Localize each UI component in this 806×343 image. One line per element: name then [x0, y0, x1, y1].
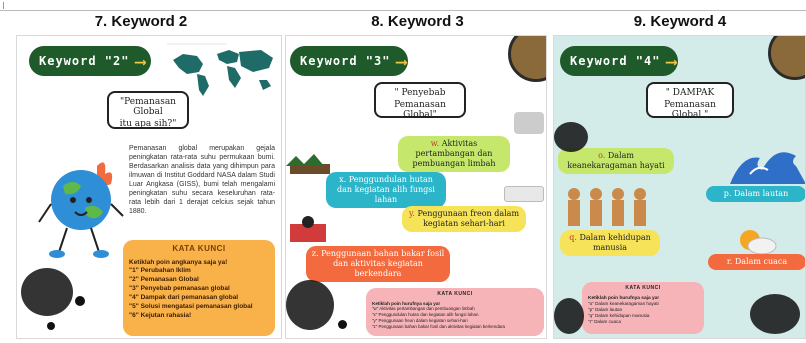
cause-letter: x. — [339, 175, 347, 184]
ink-splatter-icon — [338, 320, 347, 329]
people-group-icon — [568, 188, 646, 226]
impact-r-label: r. Dalam cuaca — [708, 254, 805, 270]
ink-splatter-icon — [554, 298, 584, 334]
impact-letter: p. — [723, 189, 732, 198]
kata-kunci-item: "o" Dalam keanekaragaman hayati — [588, 301, 659, 306]
kata-kunci-instruction: Ketiklah poin hurufnya saja ya! — [372, 301, 440, 306]
cause-text: Penggunaan bahan bakar fosil dan aktivit… — [321, 249, 445, 278]
impact-q-label: q. Dalam kehidupan manusia — [560, 230, 660, 256]
air-conditioner-icon — [504, 186, 544, 202]
cause-z-label: z. Penggunaan bahan bakar fosil dan akti… — [306, 246, 450, 282]
impact-letter: o. — [598, 151, 606, 160]
sun-cloud-icon — [740, 230, 777, 255]
keyword-2-pill[interactable]: Keyword "2" ⟶ — [29, 46, 151, 76]
kata-kunci-item: "r" Dalam cuaca — [588, 319, 621, 324]
cause-text: Penggundulan hutan dan kegiatan alih fun… — [337, 175, 435, 204]
kata-kunci-box: KATA KUNCI Ketiklah poin hurufnya saja y… — [582, 282, 704, 334]
globe-icon — [508, 36, 546, 82]
kata-kunci-title: KATA KUNCI — [625, 285, 661, 291]
cause-text: Aktivitas pertambangan dan pembuangan li… — [412, 139, 496, 168]
definition-paragraph: Pemanasan global merupakan gejala pening… — [129, 145, 275, 215]
impact-letter: r. — [726, 257, 733, 266]
keyword-3-pill[interactable]: Keyword "3" ⟶ — [290, 46, 408, 76]
heading-line-2: Pemanasan Global " — [664, 100, 716, 120]
cause-letter: y. — [408, 209, 415, 218]
heading-line-2: Pemanasan Global" — [394, 100, 446, 120]
question-bubble: "Pemanasan Global itu apa sih?" — [107, 91, 189, 129]
cause-text: Penggunaan freon dalam kegiatan sehari-h… — [417, 209, 520, 228]
kata-kunci-item: "x" Penggundulan hutan dan kegiatan alih… — [372, 312, 479, 317]
kata-kunci-item: "q" Dalam kehidupan manusia — [588, 313, 650, 318]
top-divider — [0, 10, 806, 11]
arrow-right-icon: ⟶ — [666, 51, 678, 71]
slide-keyword-4[interactable]: Keyword "4" ⟶ " DAMPAK Pemanasan Global … — [553, 35, 806, 339]
cause-letter: z. — [311, 249, 319, 258]
ink-splatter-icon — [286, 280, 334, 330]
ink-splatter-icon — [47, 322, 55, 330]
cause-letter: w. — [430, 139, 440, 148]
arrow-right-icon: ⟶ — [135, 51, 147, 71]
heading-line-1: " Penyebab — [394, 88, 446, 98]
kata-kunci-item: "4" Dampak dari pemanasan global — [129, 294, 239, 301]
keyword-4-label: Keyword "4" — [570, 54, 661, 68]
kata-kunci-item: "3" Penyebab pemanasan global — [129, 285, 230, 292]
question-line-1: "Pemanasan Global — [120, 97, 176, 117]
kata-kunci-item: "5" Solusi mengatasi pemanasan global — [129, 303, 253, 310]
kata-kunci-title: KATA KUNCI — [437, 291, 473, 297]
cause-w-label: w. Aktivitas pertambangan dan pembuangan… — [398, 136, 510, 172]
slide-keyword-2[interactable]: Keyword "2" ⟶ "Pemanasan Global itu apa … — [16, 35, 282, 339]
slide-keyword-3[interactable]: Keyword "3" ⟶ " Penyebab Pemanasan Globa… — [285, 35, 547, 339]
world-map-icon — [167, 43, 273, 96]
impact-text: Dalam keanekaragaman hayati — [567, 151, 665, 170]
impact-letter: q. — [569, 233, 577, 242]
impact-text: Dalam lautan — [733, 189, 789, 198]
keyword-4-pill[interactable]: Keyword "4" ⟶ — [560, 46, 678, 76]
kata-kunci-item: "6" Kejutan rahasia! — [129, 312, 192, 319]
heading-bubble: " DAMPAK Pemanasan Global " — [646, 82, 734, 120]
column-title-keyword-2: 7. Keyword 2 — [94, 13, 188, 30]
mining-truck-icon — [514, 112, 544, 134]
tree-stump-icon — [286, 154, 330, 174]
ink-splatter-icon — [750, 294, 800, 334]
arrow-right-icon: ⟶ — [396, 51, 408, 71]
cause-x-label: x. Penggundulan hutan dan kegiatan alih … — [326, 172, 446, 208]
column-title-keyword-3: 8. Keyword 3 — [371, 13, 464, 30]
globe-icon — [768, 36, 805, 80]
impact-p-label: p. Dalam lautan — [706, 186, 805, 202]
question-line-2: itu apa sih?" — [119, 119, 177, 129]
kata-kunci-item: "p" Dalam lautan — [588, 307, 623, 312]
column-title-keyword-4: 9. Keyword 4 — [633, 13, 727, 30]
impact-text: Dalam cuaca — [734, 257, 788, 266]
kata-kunci-item: "y" Penggunaan freon dalam kegiatan seha… — [372, 318, 468, 323]
impact-o-label: o. Dalam keanekaragaman hayati — [558, 148, 674, 174]
kata-kunci-item: "z" Penggunaan bahan bakar fosil dan akt… — [372, 324, 505, 329]
corner-tick — [3, 2, 4, 9]
keyword-3-label: Keyword "3" — [300, 54, 391, 68]
impact-text: Dalam kehidupan manusia — [579, 233, 651, 252]
kata-kunci-box: KATA KUNCI Ketiklah poin hurufnya saja y… — [366, 288, 544, 336]
hot-earth-character-icon — [38, 162, 124, 258]
kata-kunci-box: KATA KUNCI Ketiklah poin angkanya saja y… — [123, 240, 275, 336]
kata-kunci-instruction: Ketiklah poin angkanya saja ya! — [129, 259, 228, 266]
kata-kunci-item: "2" Pemanasan Global — [129, 276, 199, 283]
heading-line-1: " DAMPAK — [665, 88, 715, 98]
kata-kunci-instruction: Ketiklah poin hurufnya saja ya! — [588, 296, 659, 301]
keyword-2-label: Keyword "2" — [39, 54, 130, 68]
heading-bubble: " Penyebab Pemanasan Global" — [374, 82, 466, 120]
cause-y-label: y. Penggunaan freon dalam kegiatan sehar… — [402, 206, 526, 232]
ink-splatter-icon — [75, 296, 85, 306]
kata-kunci-item: "w" Aktivitas pertambangan dan pembuanga… — [372, 306, 475, 311]
ink-splatter-icon — [21, 268, 73, 316]
kata-kunci-item: "1" Perubahan Iklim — [129, 267, 191, 274]
driver-car-icon — [290, 216, 326, 242]
kata-kunci-title: KATA KUNCI — [172, 244, 226, 253]
ink-splatter-icon — [554, 122, 588, 152]
ocean-wave-icon — [730, 152, 805, 184]
